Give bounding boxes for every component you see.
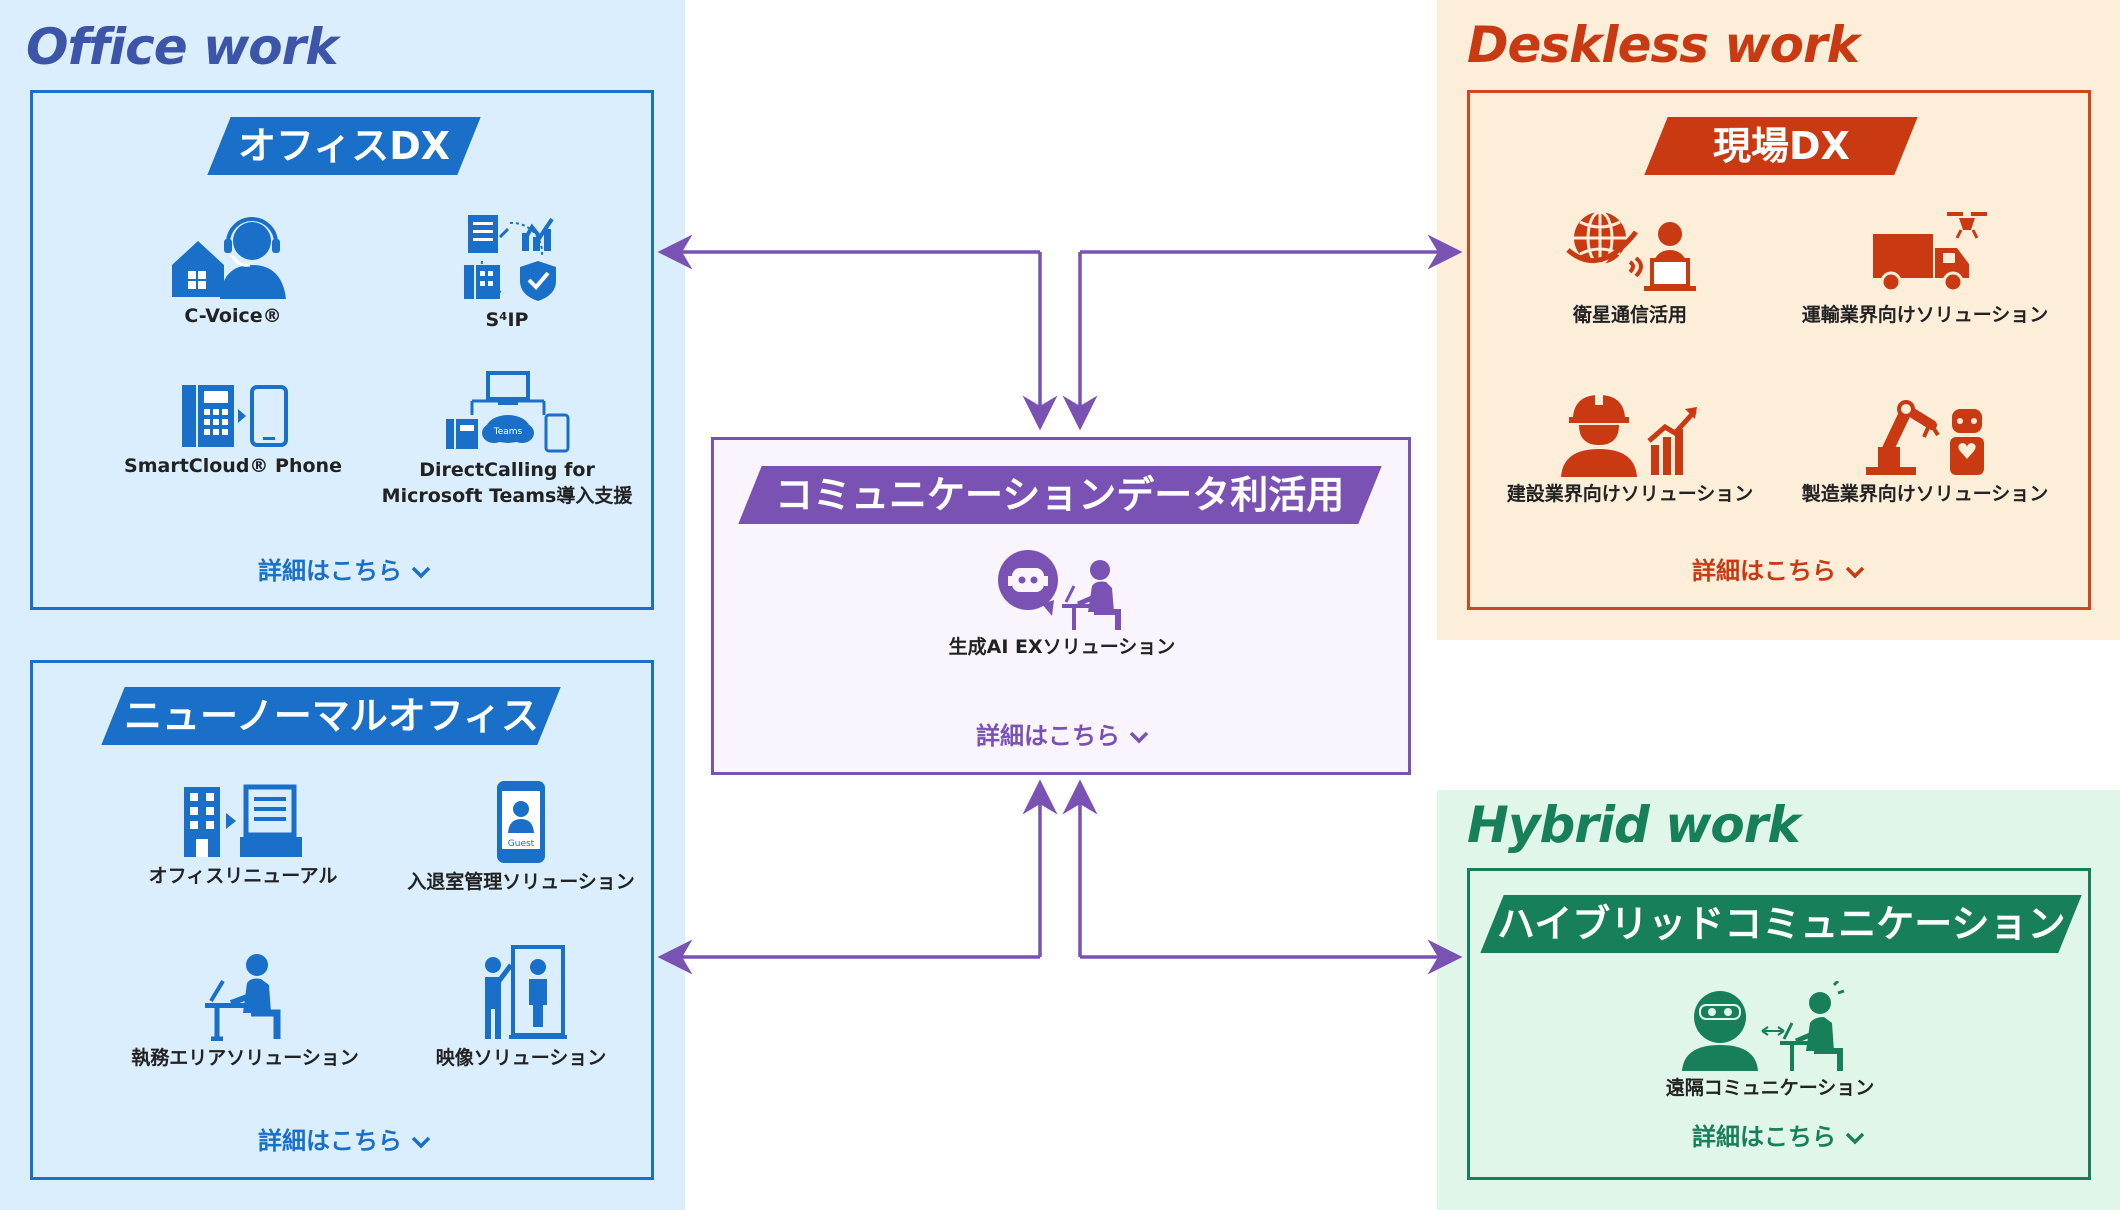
gen-ai-ex-item[interactable]: 生成AI EXソリューション xyxy=(912,550,1212,660)
genba-dx-panel: 現場DX 衛星通信活用 xyxy=(1467,90,2091,610)
work-area-item[interactable]: 執務エリアソリューション xyxy=(95,951,395,1071)
c-voice-item[interactable]: C-Voice® xyxy=(83,213,383,329)
entry-management-label: 入退室管理ソリューション xyxy=(407,871,635,893)
work-area-label: 執務エリアソリューション xyxy=(131,1047,359,1069)
document-phone-shield-icon xyxy=(464,215,556,301)
c-voice-label: C-Voice® xyxy=(184,305,282,327)
satellite-laptop-icon xyxy=(1566,210,1696,291)
office-dx-details-link[interactable]: 詳細はこちら xyxy=(258,551,432,586)
details-link-text: 詳細はこちら xyxy=(976,722,1120,750)
hybrid-communication-panel: ハイブリッドコミュニケーション 遠隔コミュニケーション 詳細はこちら xyxy=(1467,868,2091,1180)
satellite-item[interactable]: 衛星通信活用 xyxy=(1480,208,1780,328)
office-renewal-item[interactable]: オフィスリニューアル xyxy=(93,783,393,889)
details-link-text: 詳細はこちら xyxy=(258,1127,402,1155)
video-solution-item[interactable]: 映像ソリューション xyxy=(371,945,671,1071)
hybrid-work-title: Hybrid work xyxy=(1467,796,1801,854)
chevron-down-icon xyxy=(411,566,431,579)
office-work-title: Office work xyxy=(26,18,339,76)
construction-label: 建設業界向けソリューション xyxy=(1506,483,1754,505)
hybrid-details-link[interactable]: 詳細はこちら xyxy=(1692,1117,1866,1152)
remote-communication-item[interactable]: 遠隔コミュニケーション xyxy=(1620,981,1920,1101)
transport-label: 運輸業界向けソリューション xyxy=(1801,304,2049,326)
directcalling-item[interactable]: Teams DirectCalling for Microsoft Teams導… xyxy=(357,371,657,509)
satellite-label: 衛星通信活用 xyxy=(1572,304,1687,326)
chevron-down-icon xyxy=(1129,731,1149,744)
office-work-zone: Office work オフィスDX C-Voice® xyxy=(0,0,685,1210)
details-link-text: 詳細はこちら xyxy=(1692,557,1836,585)
office-renewal-label: オフィスリニューアル xyxy=(148,865,338,887)
manufacturing-label: 製造業界向けソリューション xyxy=(1801,483,2049,505)
display-signage-icon xyxy=(485,945,567,1039)
deskless-work-zone: Deskless work 現場DX 衛星通信活用 xyxy=(1437,0,2120,640)
chevron-down-icon xyxy=(1845,566,1865,579)
s4ip-item[interactable]: S⁴IP xyxy=(357,211,657,333)
deskphone-mobile-icon xyxy=(182,385,288,447)
smartcloud-phone-item[interactable]: SmartCloud® Phone xyxy=(83,383,383,479)
chevron-down-icon xyxy=(411,1136,431,1149)
s4ip-label: S⁴IP xyxy=(485,309,529,331)
details-link-text: 詳細はこちら xyxy=(258,557,402,585)
manufacturing-item[interactable]: 製造業界向けソリューション xyxy=(1775,393,2075,507)
genba-dx-details-link[interactable]: 詳細はこちら xyxy=(1692,551,1866,586)
office-dx-panel: オフィスDX C-Voice® xyxy=(30,90,654,610)
deskless-work-title: Deskless work xyxy=(1467,16,1860,74)
video-solution-label: 映像ソリューション xyxy=(435,1047,607,1069)
communication-data-banner: コミュニケーションデータ利活用 xyxy=(738,466,1382,524)
building-renewal-icon xyxy=(184,784,302,857)
new-normal-office-panel: ニューノーマルオフィス オフィスリニューアル xyxy=(30,660,654,1180)
entry-management-item[interactable]: Guest 入退室管理ソリューション xyxy=(371,779,671,895)
smartcloud-phone-label: SmartCloud® Phone xyxy=(124,455,342,477)
gen-ai-ex-label: 生成AI EXソリューション xyxy=(948,636,1176,658)
center-details-link[interactable]: 詳細はこちら xyxy=(976,716,1150,751)
svg-text:Guest: Guest xyxy=(508,839,535,849)
home-headset-icon xyxy=(172,217,286,299)
new-normal-details-link[interactable]: 詳細はこちら xyxy=(258,1121,432,1156)
communication-data-panel: コミュニケーションデータ利活用 生成AI EXソリューション 詳細はこちら xyxy=(711,437,1411,775)
teams-cloud-devices-icon: Teams xyxy=(446,371,570,453)
ai-chatbot-user-icon xyxy=(998,550,1121,630)
transport-item[interactable]: 運輸業界向けソリューション xyxy=(1775,208,2075,328)
hybrid-work-zone: Hybrid work ハイブリッドコミュニケーション 遠隔コミュニケーション xyxy=(1437,790,2120,1210)
truck-drone-icon xyxy=(1873,212,1987,293)
construction-worker-icon xyxy=(1561,393,1697,477)
robot-arm-icon xyxy=(1866,400,1984,475)
guest-phone-icon: Guest xyxy=(497,781,545,863)
construction-item[interactable]: 建設業界向けソリューション xyxy=(1480,393,1780,507)
directcalling-label: DirectCalling for Microsoft Teams導入支援 xyxy=(381,459,633,507)
svg-text:Teams: Teams xyxy=(493,427,523,437)
remote-vr-icon xyxy=(1682,981,1845,1071)
chevron-down-icon xyxy=(1845,1132,1865,1145)
remote-communication-label: 遠隔コミュニケーション xyxy=(1665,1077,1875,1099)
desk-worker-icon xyxy=(205,954,281,1041)
details-link-text: 詳細はこちら xyxy=(1692,1123,1836,1151)
